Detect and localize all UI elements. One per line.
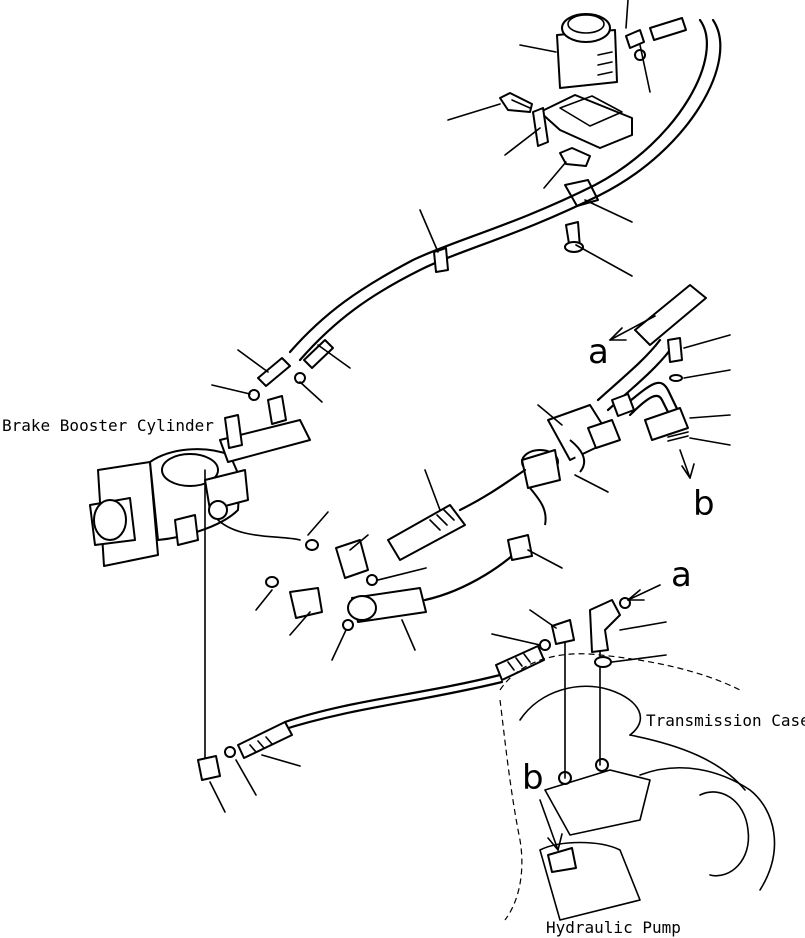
booster-tube — [204, 469, 301, 771]
valve-hose-right — [596, 284, 707, 412]
tank-bracket — [532, 94, 633, 149]
angle-pipe — [611, 381, 689, 442]
leader-lines — [209, 0, 731, 813]
o-rings — [265, 539, 319, 588]
hose-middle — [387, 468, 527, 561]
booster-hose-left — [248, 357, 291, 401]
ref-a-right: a — [671, 555, 692, 595]
transmission-case-label: Transmission Case — [646, 711, 805, 730]
pump-hose — [224, 645, 545, 759]
ref-a-top: a — [588, 332, 609, 372]
case-elbow — [589, 597, 631, 668]
elbow-fitting-lower — [197, 755, 221, 781]
arrow-b-bottom — [539, 799, 563, 851]
return-hose — [288, 18, 722, 362]
clamp-middle — [507, 534, 533, 561]
elbow-fitting-2 — [289, 587, 354, 631]
reservoir-tank — [556, 13, 618, 89]
arrow-a-right — [627, 584, 661, 601]
bolt-upper-left — [499, 92, 533, 113]
booster-hose-right — [294, 339, 334, 384]
case-fitting — [539, 619, 575, 651]
bolt-right — [667, 337, 683, 382]
brake-booster-label: Brake Booster Cylinder — [2, 416, 214, 435]
hose-fitting-top — [625, 17, 687, 61]
elbow-fitting-1 — [335, 539, 378, 586]
hose-clamp-top — [564, 179, 599, 207]
pump-fitting — [547, 847, 577, 873]
ref-b-right: b — [693, 484, 715, 524]
hydraulic-pump-label: Hydraulic Pump — [546, 918, 681, 937]
valve-assembly — [521, 404, 621, 526]
arrow-a-top — [609, 315, 656, 341]
brake-booster-cylinder — [89, 395, 311, 567]
arrow-b-right — [679, 449, 695, 479]
ref-b-bottom: b — [522, 758, 544, 798]
transmission-case — [499, 639, 776, 921]
